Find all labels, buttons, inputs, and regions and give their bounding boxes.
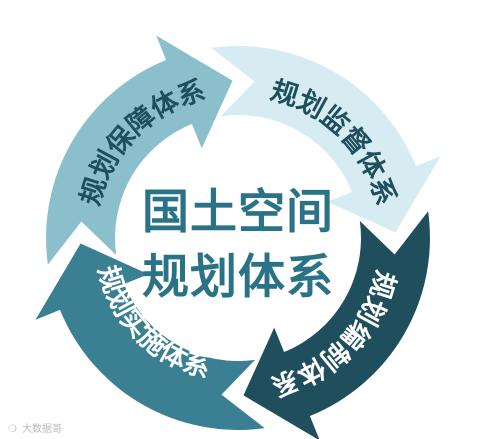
arrow-segment-supervision xyxy=(211,46,441,233)
arrow-segment-guarantee xyxy=(46,35,233,265)
watermark-icon: ❍ xyxy=(8,424,17,435)
watermark-text: 大数据哥 xyxy=(22,422,62,435)
center-title-line-1: 国土空间 xyxy=(142,185,334,240)
center-title-line-2: 规划体系 xyxy=(142,250,334,305)
arrow-segment-compilation xyxy=(243,211,430,439)
watermark: ❍ 大数据哥 xyxy=(8,422,62,435)
arrow-segment-implementation xyxy=(35,243,265,430)
